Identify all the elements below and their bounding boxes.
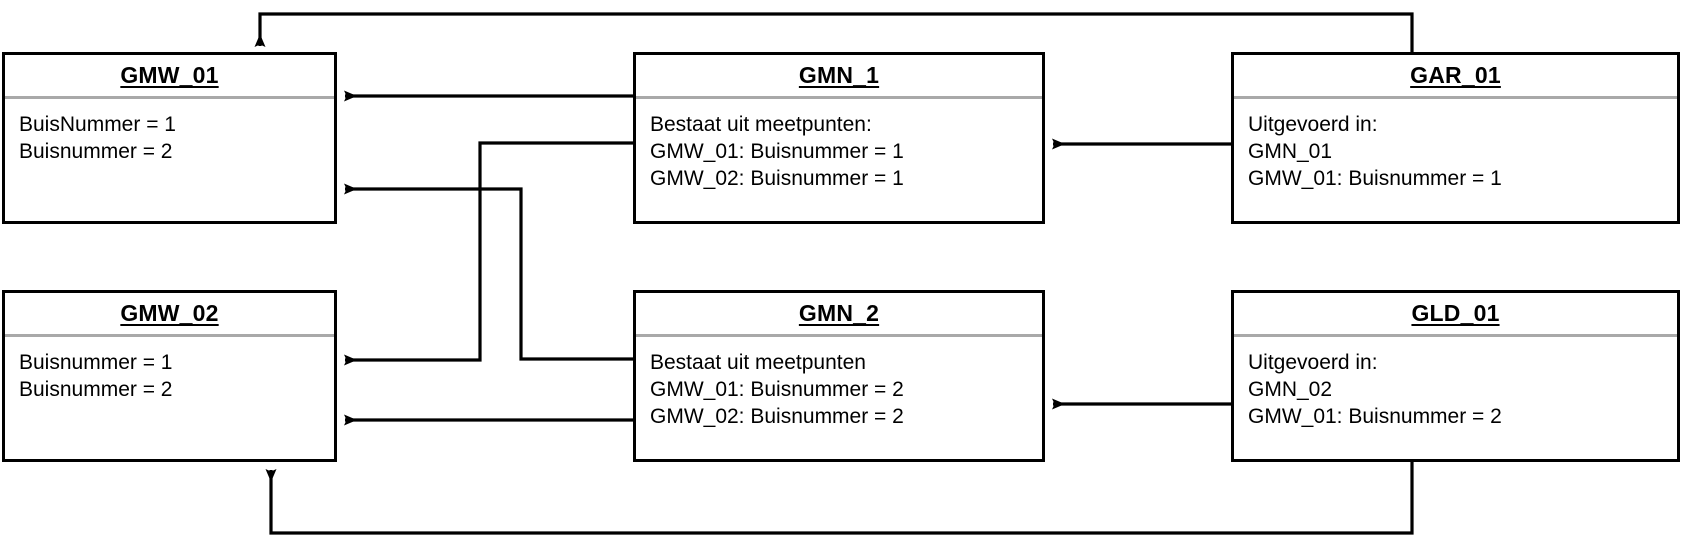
entity-title-gar-01: GAR_01: [1410, 62, 1501, 88]
connector-gld01-to-gmw02: [265, 462, 1414, 535]
entity-line: Bestaat uit meetpunten:: [650, 113, 872, 136]
entity-box-gmn-2[interactable]: GMN_2 Bestaat uit meetpunten GMW_01: Bui…: [633, 290, 1045, 462]
entity-header-gmn-1: GMN_1: [636, 55, 1042, 99]
entity-line: GMW_01: Buisnummer = 1: [650, 140, 904, 163]
connector-gmn1-to-gmw02: [344, 141, 633, 366]
entity-body-gld-01: Uitgevoerd in: GMN_02 GMW_01: Buisnummer…: [1234, 337, 1677, 459]
entity-header-gar-01: GAR_01: [1234, 55, 1677, 99]
entity-line: GMW_02: Buisnummer = 2: [650, 405, 904, 428]
entity-line: Uitgevoerd in:: [1248, 351, 1378, 374]
connector-gar01-to-gmw01: [254, 12, 1414, 52]
entity-box-gmw-02[interactable]: GMW_02 Buisnummer = 1 Buisnummer = 2: [2, 290, 337, 462]
entity-header-gmw-02: GMW_02: [5, 293, 334, 337]
entity-header-gld-01: GLD_01: [1234, 293, 1677, 337]
entity-line: GMW_01: Buisnummer = 2: [650, 378, 904, 401]
connector-gmn2-to-gmw01: [344, 183, 633, 361]
entity-box-gar-01[interactable]: GAR_01 Uitgevoerd in: GMN_01 GMW_01: Bui…: [1231, 52, 1680, 224]
entity-title-gmw-01: GMW_01: [120, 62, 219, 88]
entity-body-gmw-01: BuisNummer = 1 Buisnummer = 2: [5, 99, 334, 221]
entity-line: GMW_01: Buisnummer = 1: [1248, 167, 1502, 190]
entity-line: GMN_02: [1248, 378, 1333, 401]
entity-box-gld-01[interactable]: GLD_01 Uitgevoerd in: GMN_02 GMW_01: Bui…: [1231, 290, 1680, 462]
entity-line: GMN_01: [1248, 140, 1333, 163]
entity-body-gmn-1: Bestaat uit meetpunten: GMW_01: Buisnumm…: [636, 99, 1042, 221]
entity-line: Buisnummer = 2: [19, 378, 173, 401]
entity-box-gmw-01[interactable]: GMW_01 BuisNummer = 1 Buisnummer = 2: [2, 52, 337, 224]
entity-line: Buisnummer = 2: [19, 140, 173, 163]
entity-body-gmn-2: Bestaat uit meetpunten GMW_01: Buisnumme…: [636, 337, 1042, 459]
entity-title-gld-01: GLD_01: [1411, 300, 1500, 326]
entity-title-gmw-02: GMW_02: [120, 300, 219, 326]
entity-line: GMW_02: Buisnummer = 1: [650, 167, 904, 190]
entity-title-gmn-1: GMN_1: [798, 62, 880, 88]
entity-body-gar-01: Uitgevoerd in: GMN_01 GMW_01: Buisnummer…: [1234, 99, 1677, 221]
entity-line: Buisnummer = 1: [19, 351, 173, 374]
entity-line: BuisNummer = 1: [19, 113, 176, 136]
entity-body-gmw-02: Buisnummer = 1 Buisnummer = 2: [5, 337, 334, 459]
entity-line: Uitgevoerd in:: [1248, 113, 1378, 136]
entity-line: GMW_01: Buisnummer = 2: [1248, 405, 1502, 428]
entity-header-gmw-01: GMW_01: [5, 55, 334, 99]
entity-box-gmn-1[interactable]: GMN_1 Bestaat uit meetpunten: GMW_01: Bu…: [633, 52, 1045, 224]
entity-header-gmn-2: GMN_2: [636, 293, 1042, 337]
entity-line: Bestaat uit meetpunten: [650, 351, 866, 374]
entity-title-gmn-2: GMN_2: [798, 300, 880, 326]
